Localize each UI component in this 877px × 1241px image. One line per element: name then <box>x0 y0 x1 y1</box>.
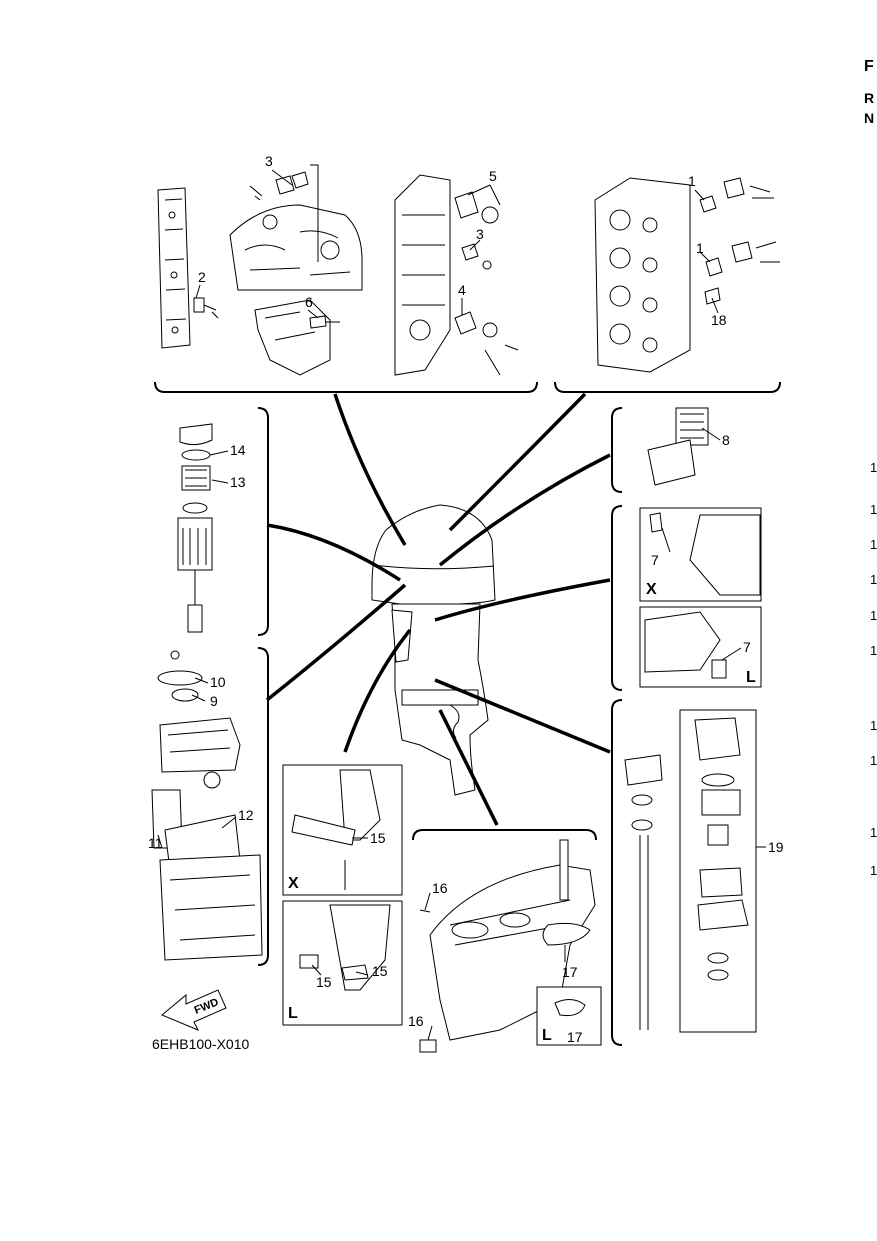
callout-15a: 15 <box>370 830 386 846</box>
edge-number: 1 <box>870 863 877 878</box>
callout-8: 8 <box>722 432 730 448</box>
callout-13: 13 <box>230 474 246 490</box>
leader-lower-unit <box>438 709 499 826</box>
lower-unit-bracket <box>412 829 597 841</box>
edge-letter-n: N <box>864 110 875 126</box>
callout-6: 6 <box>305 294 313 310</box>
leader-left-lower <box>265 583 407 702</box>
leader-right-filter <box>438 453 611 567</box>
water-pump-assembly <box>624 709 757 1033</box>
callout-15c: 15 <box>372 963 388 979</box>
edge-number: 1 <box>870 460 877 475</box>
edge-number: 1 <box>870 572 877 587</box>
inset-x-label: X <box>646 581 657 598</box>
edge-number: 1 <box>870 502 877 517</box>
callout-7b: 7 <box>743 639 751 655</box>
edge-number: 1 <box>870 537 877 552</box>
cylinder-head <box>594 177 780 373</box>
callout-3b: 3 <box>476 226 484 242</box>
left-bracket-lower <box>257 647 269 966</box>
top-right-bracket <box>554 381 781 393</box>
edge-number: 1 <box>870 718 877 733</box>
outboard-motor <box>371 504 496 796</box>
oil-filter <box>647 407 709 486</box>
callout-15b: 15 <box>316 974 332 990</box>
leader-anode-inset <box>343 628 412 753</box>
exhaust-manifold-area <box>394 174 519 376</box>
fwd-arrow-icon: FWD <box>161 989 227 1031</box>
edge-number: 1 <box>870 825 877 840</box>
callout-4: 4 <box>458 282 466 298</box>
callout-1a: 1 <box>688 173 696 189</box>
anode-inset-l-label: L <box>288 1005 298 1022</box>
exhaust-cover-gasket <box>157 187 219 349</box>
callout-16b: 16 <box>408 1013 424 1029</box>
thermostat-cover-area <box>229 171 363 376</box>
leader-top-left <box>333 393 407 546</box>
right-bracket-xl <box>611 505 623 691</box>
callout-16a: 16 <box>432 880 448 896</box>
callout-10: 10 <box>210 674 226 690</box>
leader-right-xl-top <box>434 578 611 622</box>
left-bracket-upper <box>257 407 269 636</box>
callout-5: 5 <box>489 168 497 184</box>
callout-2: 2 <box>198 269 206 285</box>
callout-9: 9 <box>210 693 218 709</box>
edge-letter-r: R <box>864 90 875 106</box>
callout-3a: 3 <box>265 153 273 169</box>
edge-number: 1 <box>870 608 877 623</box>
callout-12: 12 <box>238 807 254 823</box>
callout-17b: 17 <box>567 1029 583 1045</box>
inset-l-label: L <box>746 669 756 686</box>
fuel-filter-assembly <box>177 423 213 633</box>
anode-inset-x-label: X <box>288 875 299 892</box>
edge-letter-f: F <box>864 58 874 75</box>
edge-number: 1 <box>870 753 877 768</box>
diagram-code: 6EHB100-X010 <box>152 1036 250 1052</box>
inset-l-box <box>639 606 762 688</box>
leader-top-right <box>448 392 587 532</box>
callout-1b: 1 <box>696 240 704 256</box>
anode-inset-l2-label: L <box>542 1027 552 1044</box>
edge-number: 1 <box>870 643 877 658</box>
right-bracket-pump <box>611 699 623 1046</box>
callout-19: 19 <box>768 839 784 855</box>
callout-7a: 7 <box>651 552 659 568</box>
top-left-bracket <box>154 381 538 393</box>
callout-11: 11 <box>148 835 163 851</box>
callout-17a: 17 <box>562 964 578 980</box>
callout-14: 14 <box>230 442 246 458</box>
callout-18: 18 <box>711 312 727 328</box>
leader-right-lower <box>434 678 611 754</box>
vapor-separator-assembly <box>151 650 263 961</box>
leader-left-upper <box>266 523 401 582</box>
right-bracket-filter <box>611 407 623 493</box>
